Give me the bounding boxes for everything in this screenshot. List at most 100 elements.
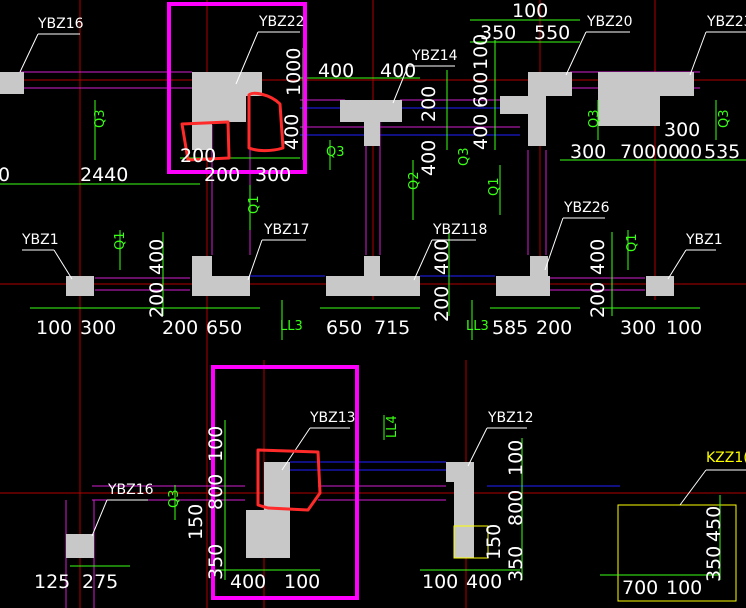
dim-text: 700 xyxy=(620,141,656,163)
wall-ybz20-a xyxy=(500,96,530,114)
column-label: YBZ16 xyxy=(107,482,154,498)
dim-text: 400 xyxy=(380,60,416,82)
dim-text: 700 xyxy=(622,577,658,599)
dim-text: 125 xyxy=(34,571,70,593)
dim-text: 800 xyxy=(205,474,227,510)
beam-label: Q3 xyxy=(167,489,182,508)
dim-text: 200 xyxy=(431,286,453,322)
dim-text: 2440 xyxy=(80,164,128,186)
dim-text: 400 xyxy=(470,114,492,150)
wall-ybz22-b xyxy=(192,72,212,150)
beam-labels: Q3 Q3 Q3 Q3 Q3 Q3 Q1 Q1 Q1 Q1 Q2 LL3 LL3… xyxy=(93,109,732,508)
column-label: YBZ13 xyxy=(309,410,356,426)
beam-label: LL3 xyxy=(280,319,303,334)
dim-text: 300 xyxy=(80,317,116,339)
highlight-box-top xyxy=(167,2,307,174)
dimension-texts: 100 350 550 400 400 1000 200 600 100 400… xyxy=(0,0,740,599)
beam-label: Q3 xyxy=(326,145,345,160)
column-label: KZZ1( xyxy=(706,450,746,466)
beam-label: Q3 xyxy=(717,109,732,128)
beam-label: Q3 xyxy=(587,109,602,128)
column-label: YBZ17 xyxy=(263,222,310,238)
dim-text: 100 xyxy=(422,571,458,593)
dim-text: 400 xyxy=(466,571,502,593)
dim-text: 715 xyxy=(374,317,410,339)
dim-text: 535 xyxy=(704,141,740,163)
dim-text: 400 xyxy=(146,239,168,275)
leader-lines xyxy=(19,31,746,537)
dim-text: 0 xyxy=(0,164,10,186)
wall-ybz16-top xyxy=(0,72,24,94)
column-label: YBZ118 xyxy=(432,222,487,238)
dim-text: 100 xyxy=(505,440,527,476)
markup-square xyxy=(180,120,231,162)
beam-label: Q2 xyxy=(407,171,422,190)
wall-ybz23 xyxy=(660,72,694,96)
beam-label: Q3 xyxy=(457,147,472,166)
wall-ybz13-a xyxy=(264,462,290,510)
dim-text: 400 xyxy=(431,239,453,275)
wall-ybz1-left xyxy=(66,276,94,296)
dim-text: 200 xyxy=(536,317,572,339)
highlight-boxes xyxy=(167,2,359,600)
dim-text: 100 xyxy=(666,317,702,339)
column-label: YBZ23 xyxy=(706,14,746,30)
dim-text: 400 xyxy=(318,60,354,82)
beam-label: LL4 xyxy=(385,415,400,438)
wall-ybz13-b xyxy=(246,510,290,558)
dim-text: 400 xyxy=(418,140,440,176)
wall-ybz14-b xyxy=(364,100,380,146)
dim-text: 300 xyxy=(620,317,656,339)
dim-text: 350 xyxy=(480,22,516,44)
beam-label: Q1 xyxy=(487,177,502,196)
dim-text: 275 xyxy=(82,571,118,593)
dim-text: 650 xyxy=(206,317,242,339)
dim-text: 350 xyxy=(703,546,725,582)
dim-text: 200 xyxy=(162,317,198,339)
dim-text: 100 xyxy=(666,577,702,599)
wall-ybz26-b xyxy=(530,256,548,296)
dim-text: 400 xyxy=(230,571,266,593)
markup-loop-a xyxy=(247,91,285,153)
wall-ybz17-b xyxy=(192,256,212,296)
dim-text: 650 xyxy=(326,317,362,339)
dim-text: 100 xyxy=(36,317,72,339)
kzz1-outline xyxy=(453,504,737,602)
dimension-lines xyxy=(0,19,746,580)
dim-text: 400 xyxy=(281,114,303,150)
dim-text: 350 xyxy=(505,546,527,582)
column-label: YBZ20 xyxy=(586,14,633,30)
beam-label: LL3 xyxy=(466,319,489,334)
dim-text: 200 xyxy=(204,164,240,186)
dim-text: 585 xyxy=(492,317,528,339)
dim-text: 00 xyxy=(656,141,680,163)
dim-text: 350 xyxy=(205,544,227,580)
wall-ybz20-d xyxy=(598,72,660,126)
dim-text: 100 xyxy=(470,34,492,70)
dim-text: 200 xyxy=(418,86,440,122)
wall-ybz20-c xyxy=(528,72,546,146)
column-label: YBZ22 xyxy=(258,14,305,30)
dim-text: 300 xyxy=(664,119,700,141)
dim-text: 1000 xyxy=(283,48,305,96)
red-markup xyxy=(180,91,322,512)
dim-text: 100 xyxy=(205,426,227,462)
dim-text: 100 xyxy=(512,0,548,22)
highlight-box-bottom xyxy=(211,365,359,600)
dim-text: 300 xyxy=(255,164,291,186)
column-label: YBZ12 xyxy=(487,410,534,426)
column-label: YBZ16 xyxy=(37,16,84,32)
wall-pieces xyxy=(0,72,694,558)
beam-label: Q1 xyxy=(113,231,128,250)
column-label: YBZ26 xyxy=(563,200,610,216)
dim-text: 200 xyxy=(180,145,216,167)
dim-text: 150 xyxy=(483,524,505,560)
column-label: YBZ14 xyxy=(411,48,458,64)
dim-text: 550 xyxy=(534,22,570,44)
dim-text: 00 xyxy=(678,141,702,163)
column-label: YBZ1 xyxy=(21,232,59,248)
dim-text: 200 xyxy=(146,282,168,318)
beam-label: Q1 xyxy=(247,195,262,214)
beam-label: Q1 xyxy=(625,233,640,252)
